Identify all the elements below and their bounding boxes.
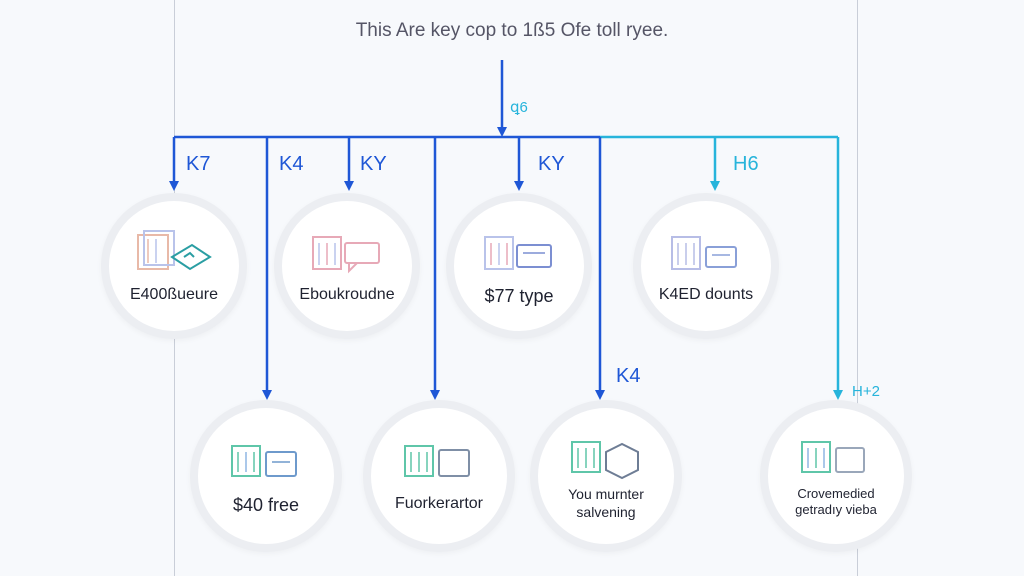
frame-divider-right bbox=[857, 0, 858, 576]
node-label-line-1: Crovemedied bbox=[797, 486, 875, 501]
edge-label-h2: H+2 bbox=[852, 383, 880, 400]
node-e400[interactable]: E400ßueure bbox=[101, 193, 247, 339]
package-box-icon bbox=[571, 441, 639, 480]
node-fuorkerartor[interactable]: Fuorkerartor bbox=[363, 400, 515, 552]
server-rack-icon bbox=[801, 441, 865, 473]
node-label: K4ED dounts bbox=[658, 286, 754, 303]
edge-label-ky-a: KY bbox=[360, 153, 387, 175]
monitor-icon bbox=[404, 445, 470, 477]
node-label: E400ßueure bbox=[129, 286, 219, 303]
node-label: You murnter salvening bbox=[538, 486, 674, 521]
edge-label-k4-top: K4 bbox=[279, 153, 304, 175]
node-you-murnter[interactable]: You murnter salvening bbox=[530, 400, 682, 552]
diagram-title: This Are key cop to 1ß5 Ofe toll ryee. bbox=[355, 20, 669, 41]
edge-label-ky-b: KY bbox=[538, 153, 565, 175]
node-label: $40 free bbox=[232, 495, 300, 515]
node-label-line-2: getradıy vieba bbox=[795, 502, 877, 518]
node-label: Fuorkerartor bbox=[394, 495, 484, 512]
edge-label-h6: H6 bbox=[733, 153, 759, 175]
server-rack-icon bbox=[312, 236, 380, 274]
edge-label-k7: K7 bbox=[186, 153, 211, 175]
edge-label-k4-mid: K4 bbox=[616, 365, 641, 387]
node-label: Eboukroudne bbox=[299, 286, 395, 303]
node-label-line-2: salvening bbox=[576, 503, 636, 520]
equipment-icon bbox=[137, 230, 212, 271]
node-40-free[interactable]: $40 free bbox=[190, 400, 342, 552]
node-label-line-1: You murnter bbox=[568, 486, 644, 502]
node-k4ed-dounts[interactable]: K4ED dounts bbox=[633, 193, 779, 339]
server-rack-icon bbox=[671, 236, 737, 270]
node-label: $77 type bbox=[484, 286, 554, 306]
edge-label-trunk: ꝗ6 bbox=[510, 99, 528, 116]
node-77-type[interactable]: $77 type bbox=[446, 193, 592, 339]
node-label: Crovemedied getradıy vieba bbox=[768, 486, 904, 519]
node-eboukroudne[interactable]: Eboukroudne bbox=[274, 193, 420, 339]
server-rack-icon bbox=[484, 236, 552, 270]
node-crovemedied[interactable]: Crovemedied getradıy vieba bbox=[760, 400, 912, 552]
package-box-icon bbox=[231, 445, 297, 477]
